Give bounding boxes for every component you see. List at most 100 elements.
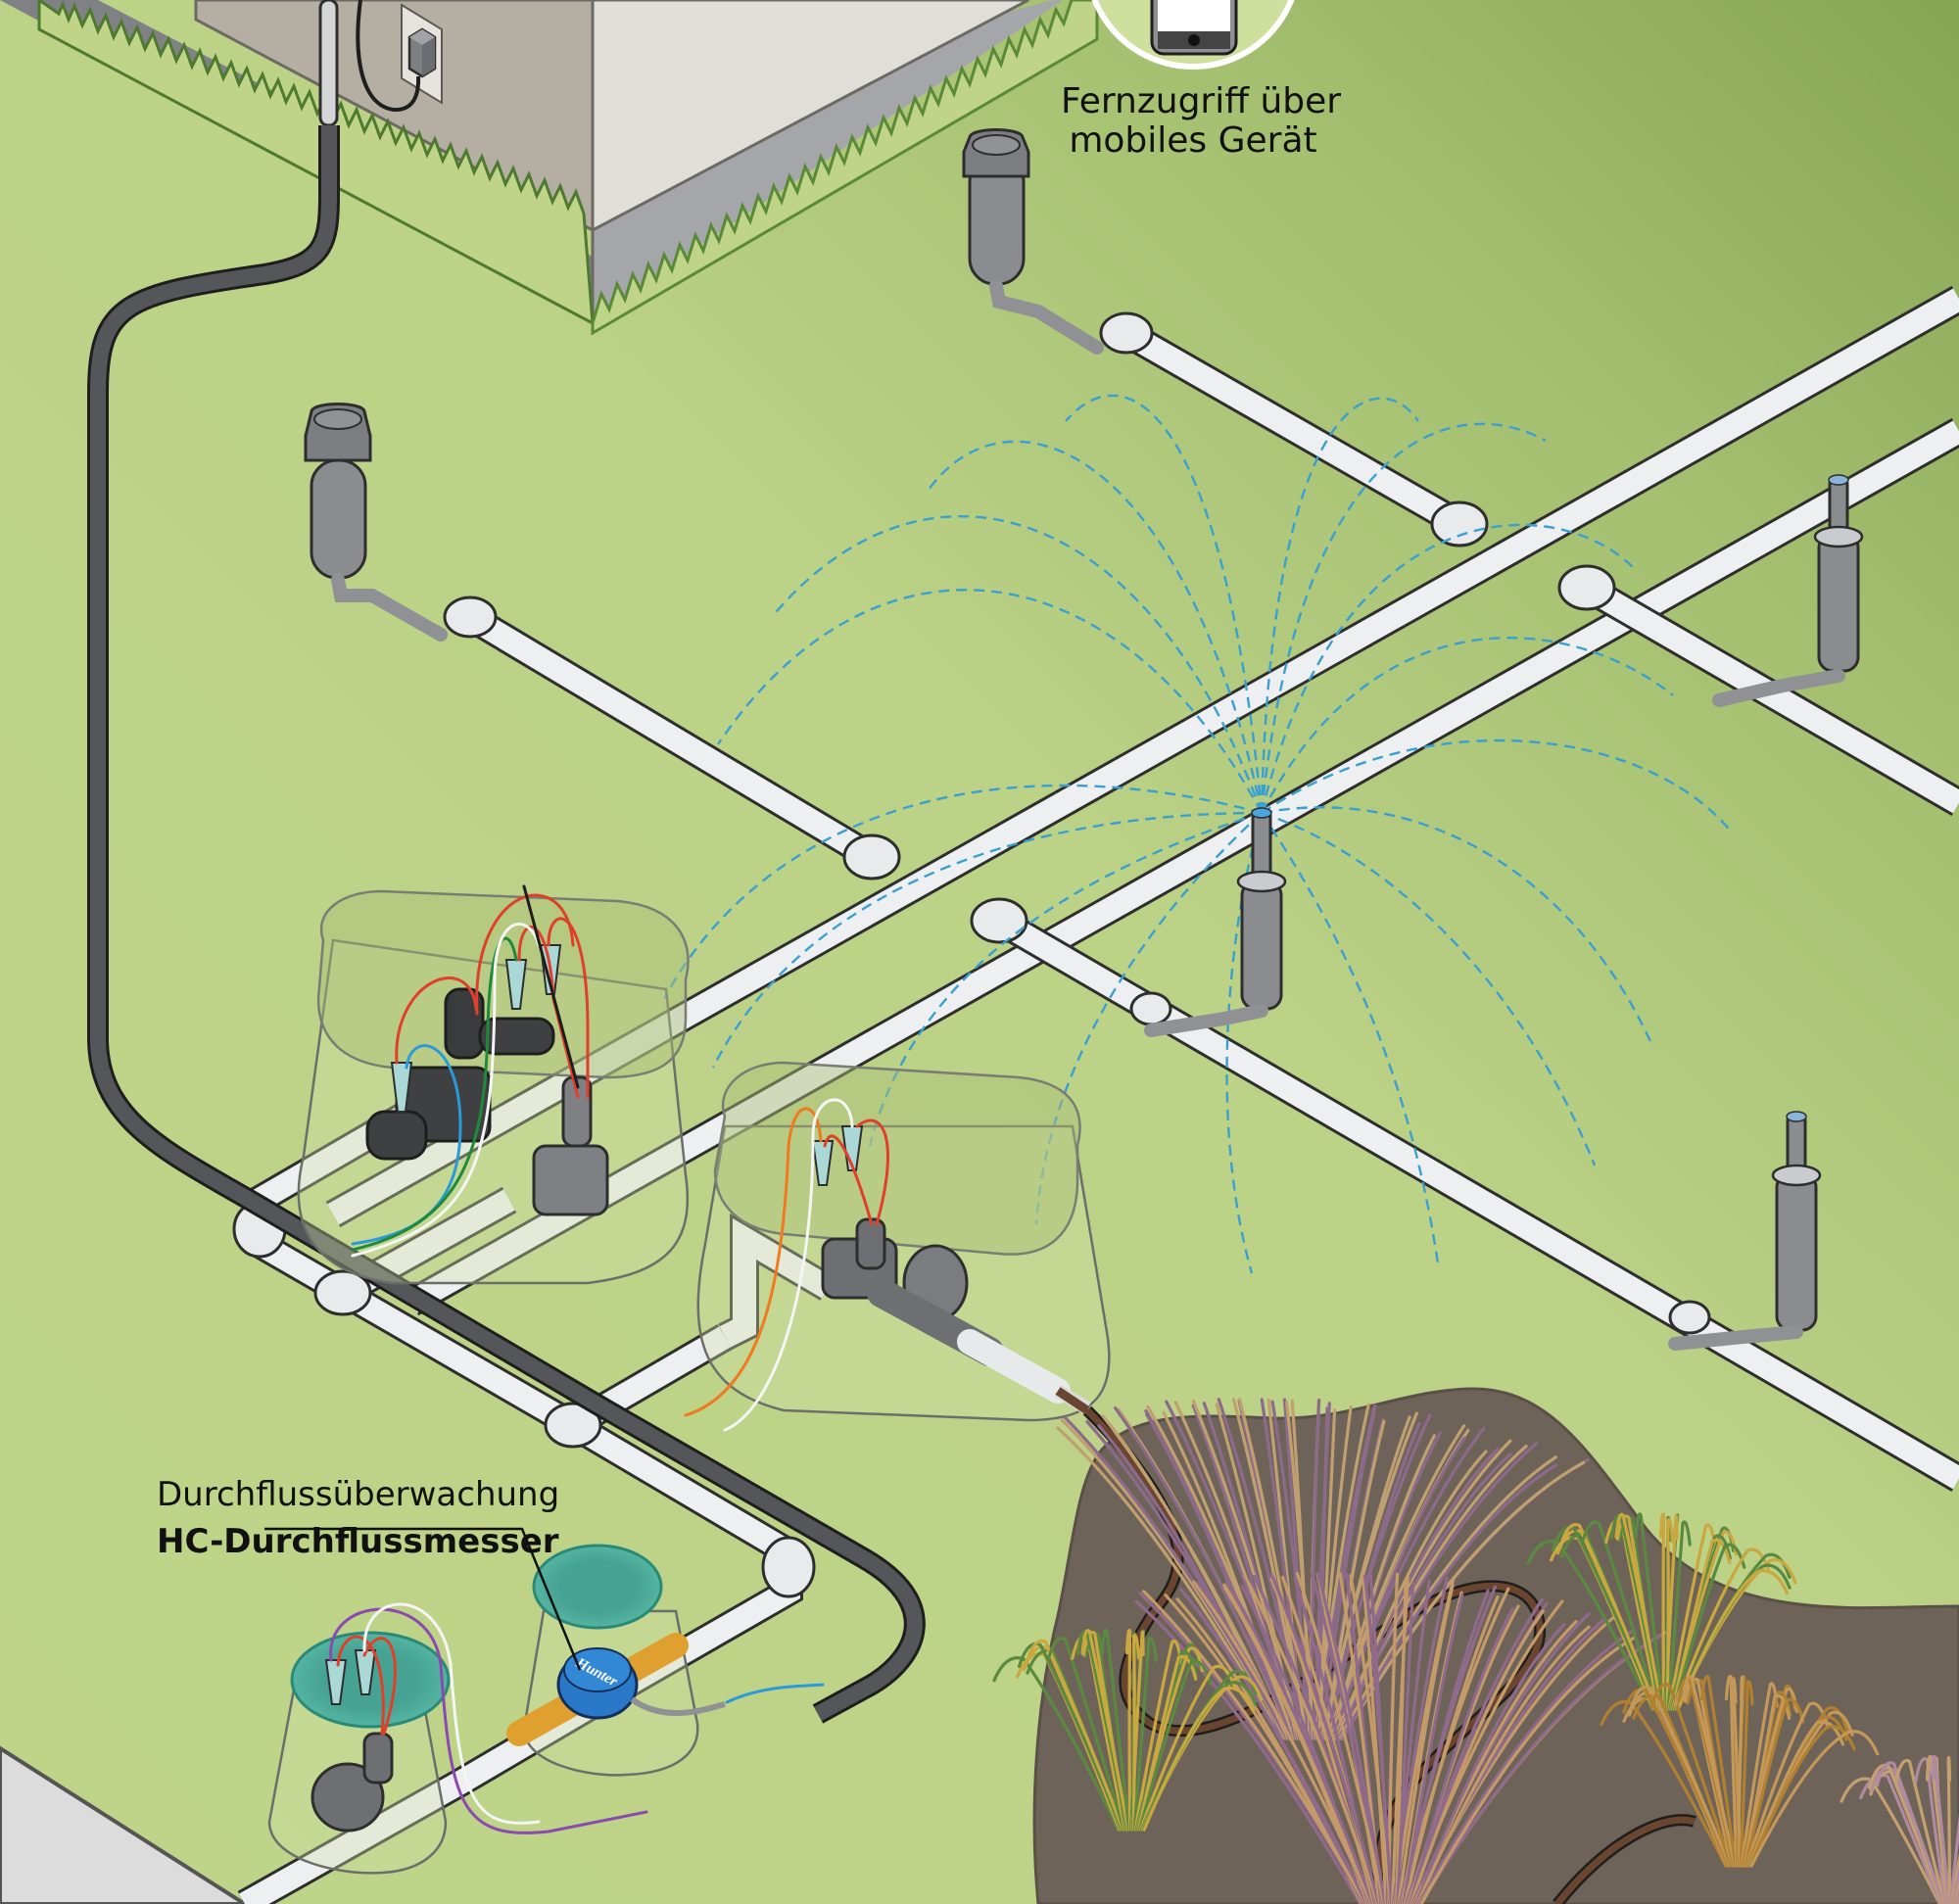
grass-blade xyxy=(1551,1526,1657,1711)
grass-blade xyxy=(1025,1639,1124,1832)
house xyxy=(0,0,1099,336)
grass-blade xyxy=(1320,1413,1432,1740)
spray-water-pattern xyxy=(662,394,1733,1274)
grass-blade xyxy=(1100,1628,1131,1832)
remote-access-line2: mobiles Gerät xyxy=(1069,120,1317,162)
grass-blade xyxy=(1315,1571,1387,1904)
valve-box-large-left xyxy=(297,884,690,1285)
grass-blade xyxy=(1134,1599,1362,1904)
grass-blade xyxy=(1318,1409,1376,1740)
sidewalk xyxy=(0,1745,249,1904)
grass-blade xyxy=(1622,1688,1731,1868)
spray-head-right-upper xyxy=(1712,474,1864,707)
wall-conduit xyxy=(318,0,339,127)
grass-blade xyxy=(1396,1582,1415,1904)
grass-blade xyxy=(1295,1571,1386,1904)
grass-blade xyxy=(1731,1678,1742,1868)
grass-blade xyxy=(1739,1680,1754,1868)
tee-fitting xyxy=(970,897,1028,944)
grass-blade xyxy=(1699,1675,1738,1868)
grass-blade xyxy=(1064,1416,1289,1740)
grass-blade xyxy=(1222,1583,1371,1904)
grass-blade xyxy=(1331,1436,1466,1740)
rotor-upper-middle xyxy=(962,128,1104,355)
ornamental-grass xyxy=(1600,1674,1880,1868)
grass-blade xyxy=(1629,1685,1732,1868)
rotor-upper-left xyxy=(304,403,448,642)
grass-blade xyxy=(1666,1520,1692,1711)
coupling-fitting xyxy=(1129,991,1172,1026)
grass-blade xyxy=(1270,1400,1314,1740)
grass-blade xyxy=(1146,1404,1297,1740)
grass-blade xyxy=(1526,1540,1654,1711)
swing-joint xyxy=(1712,669,1845,707)
grass-blade xyxy=(1840,1777,1941,1904)
grass-blade xyxy=(1243,1574,1380,1904)
pressure-regulator xyxy=(957,1329,1071,1404)
flow-monitoring-title: Durchflussüberwachung xyxy=(157,1475,560,1514)
tee-fitting xyxy=(842,833,901,881)
grass-blade xyxy=(1600,1700,1728,1868)
grass-blade xyxy=(1416,1628,1637,1904)
grass-blade xyxy=(1330,1434,1436,1740)
grass-blade xyxy=(1948,1812,1959,1904)
swing-joint xyxy=(989,279,1104,355)
grass-blade xyxy=(1341,1463,1557,1740)
spray-head-center xyxy=(1144,807,1287,1037)
grass-blade xyxy=(1361,1572,1388,1904)
grass-blade xyxy=(1317,1408,1337,1740)
swing-joint xyxy=(331,573,448,642)
grass-blade xyxy=(1397,1584,1455,1904)
remote-access-line1: Fernzugriff über xyxy=(1061,81,1342,121)
hc-flow-meter: Hunter xyxy=(506,1633,825,1746)
tee-fitting xyxy=(1430,500,1489,547)
grass-blade xyxy=(1316,1406,1329,1740)
grass-blade xyxy=(1017,1642,1123,1832)
grass-blade xyxy=(1323,1419,1386,1740)
wire-connector-icon xyxy=(390,1062,413,1113)
ornamental-grass xyxy=(1134,1571,1668,1904)
tee-fitting xyxy=(1557,564,1616,611)
grass-blade xyxy=(1399,1587,1510,1904)
grass-blade xyxy=(1142,1686,1256,1832)
master-valve xyxy=(311,1732,394,1833)
spray-head-right-lower xyxy=(1668,1111,1822,1351)
grass-blade xyxy=(1402,1593,1464,1904)
transformer-cord xyxy=(356,0,421,113)
grass-blade xyxy=(1142,1590,1367,1904)
grass-blade xyxy=(1415,1625,1591,1904)
grass-blade xyxy=(1558,1523,1658,1711)
ornamental-grass xyxy=(1840,1754,1959,1904)
elbow-fitting xyxy=(761,1536,816,1598)
grass-blade xyxy=(1671,1538,1732,1711)
grass-blade xyxy=(1137,1654,1198,1832)
grass-blade xyxy=(1138,1659,1213,1832)
spray-nozzle-icon xyxy=(1251,807,1272,819)
grass-blade xyxy=(1133,1640,1183,1832)
grass-blade xyxy=(1749,1730,1880,1868)
grass-blade xyxy=(1395,1580,1408,1904)
solenoid-valve xyxy=(365,987,555,1161)
transformer-plug-icon xyxy=(407,27,437,78)
grass-blade xyxy=(1672,1543,1746,1711)
grass-blade xyxy=(1403,1595,1500,1904)
grass-blade xyxy=(992,1656,1121,1832)
grass-blade xyxy=(1349,1574,1393,1904)
grass-blade xyxy=(1192,1580,1373,1904)
tee-fitting xyxy=(313,1269,372,1316)
coupling-fitting xyxy=(1668,1300,1711,1335)
grass-blade xyxy=(1634,1512,1665,1711)
grass-blade xyxy=(1363,1574,1394,1904)
grass-blade xyxy=(1414,1622,1566,1904)
grass-blade xyxy=(1237,1398,1309,1740)
grass-blade xyxy=(1673,1547,1771,1711)
grass-blade xyxy=(1132,1637,1158,1832)
grass-blade xyxy=(1946,1756,1952,1904)
grass-blade xyxy=(1740,1682,1779,1868)
grass-blade xyxy=(1580,1520,1659,1711)
grass-blade xyxy=(1409,1606,1514,1904)
grass-blade xyxy=(1667,1523,1717,1711)
grass-blade xyxy=(1681,1675,1737,1868)
remote-access-label: Fernzugriff über mobiles Gerät xyxy=(1061,81,1342,162)
